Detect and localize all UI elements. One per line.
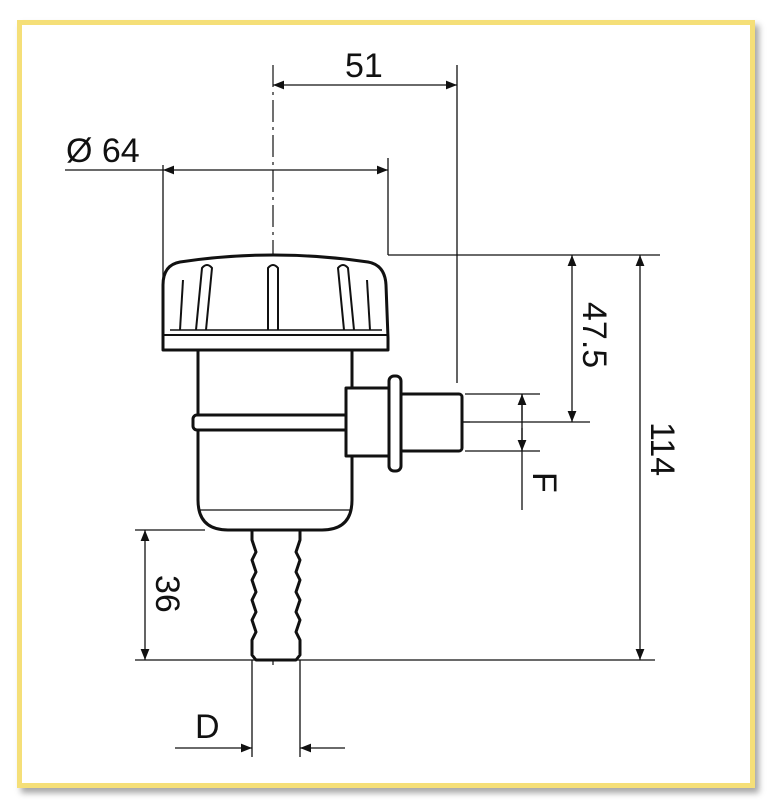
bowl-band bbox=[191, 413, 359, 432]
cap-ribs bbox=[179, 264, 371, 511]
dimension-lines bbox=[140, 80, 645, 753]
dim-47-label: 47.5 bbox=[575, 302, 613, 368]
dim-64-label: Ø 64 bbox=[66, 132, 140, 170]
dim-114-label: 114 bbox=[643, 422, 681, 476]
hose-barb bbox=[250, 528, 302, 662]
outlet-neck bbox=[344, 386, 392, 458]
dim-51-label: 51 bbox=[345, 47, 383, 85]
bowl bbox=[196, 348, 354, 532]
outlet-nipple bbox=[398, 392, 464, 453]
dim-f-label: F bbox=[525, 472, 563, 493]
cap bbox=[161, 253, 390, 352]
filter-body bbox=[161, 253, 464, 662]
outlet-flange bbox=[387, 374, 403, 473]
dim-36-label: 36 bbox=[148, 575, 186, 613]
dim-d-label: D bbox=[195, 708, 220, 746]
